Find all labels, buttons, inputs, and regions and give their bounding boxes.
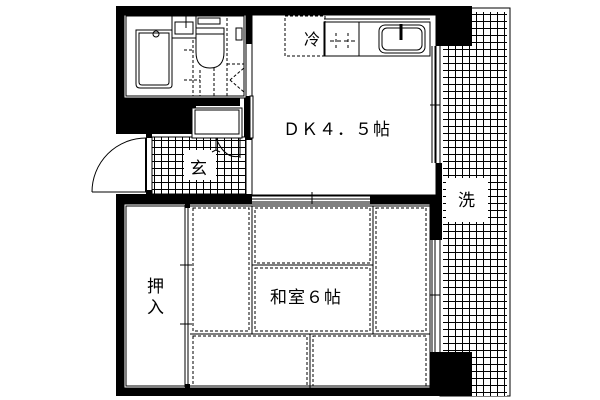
fridge-label: 冷 [304, 30, 320, 49]
oshiire-label-2: 入 [147, 298, 164, 318]
bathroom [123, 14, 247, 99]
genkan-label: 玄 [190, 159, 207, 179]
oshiire-label-1: 押 [147, 277, 164, 297]
bathtub-icon [135, 29, 173, 89]
dk-label: ＤＫ４．５帖 [283, 120, 391, 140]
washitsu-room [123, 203, 440, 389]
entrance-door-icon [91, 137, 147, 193]
sink-icon [171, 15, 197, 39]
washitsu-label: 和室６帖 [270, 288, 342, 308]
washer-label: 洗 [458, 191, 475, 211]
walls [116, 6, 472, 396]
genkan [91, 107, 247, 195]
kitchen-sink-icon [378, 24, 426, 54]
toilet-icon [195, 17, 225, 69]
stove-icon [324, 21, 360, 57]
dk-room [249, 14, 440, 206]
tatami-mats [192, 207, 427, 387]
balcony [439, 7, 511, 397]
